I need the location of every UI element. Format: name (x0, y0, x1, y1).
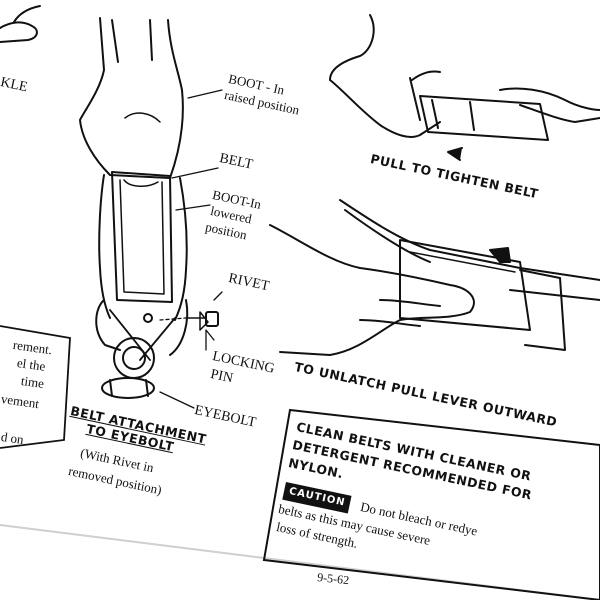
unlatch-hand (270, 225, 474, 355)
lowered-boot (99, 175, 110, 318)
left-text-line-5: d on (0, 430, 24, 447)
tighten-hands (330, 15, 374, 80)
upper-boot (80, 18, 183, 178)
left-text-line-3: time (20, 374, 45, 391)
tighten-arrow (448, 148, 462, 160)
tighten-strap (420, 96, 548, 140)
unlatch-belt (340, 200, 600, 280)
top-left-hand (0, 22, 37, 42)
